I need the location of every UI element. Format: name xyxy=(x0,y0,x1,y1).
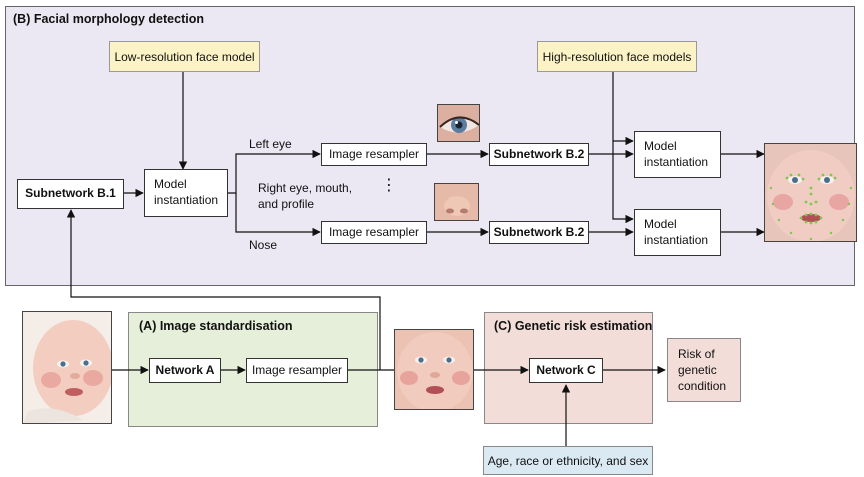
low-resolution-model-box: Low-resolution face model xyxy=(109,41,260,72)
left-eye-label: Left eye xyxy=(249,137,292,151)
nose-crop-image xyxy=(434,183,479,221)
landmarked-face-image xyxy=(764,143,857,242)
model-instantiation-box: Model instantiation xyxy=(144,169,228,217)
panel-c-title: (C) Genetic risk estimation xyxy=(494,319,653,333)
panel-a-title: (A) Image standardisation xyxy=(139,319,293,333)
outcome-risk-box: Risk of genetic condition xyxy=(667,338,741,402)
network-a-box: Network A xyxy=(149,358,221,383)
nose-label: Nose xyxy=(249,238,278,252)
right-eye-label: Right eye, mouth, and profile xyxy=(258,181,353,212)
panel-b-title: (B) Facial morphology detection xyxy=(13,12,204,26)
image-resampler-standardisation-box: Image resampler xyxy=(246,358,348,383)
standardized-face-image xyxy=(394,329,474,410)
model-instantiation-nose-box: Model instantiation xyxy=(634,209,721,256)
model-instantiation-eye-box: Model instantiation xyxy=(634,131,721,178)
ellipsis-label: ⋮ xyxy=(381,177,397,194)
subnetwork-b2-eye-box: Subnetwork B.2 xyxy=(489,143,589,166)
network-c-box: Network C xyxy=(529,358,603,383)
image-resampler-eye-box: Image resampler xyxy=(321,143,427,166)
subnetwork-b1-box: Subnetwork B.1 xyxy=(17,179,124,209)
image-resampler-nose-box: Image resampler xyxy=(321,221,427,244)
demographics-box: Age, race or ethnicity, and sex xyxy=(483,446,653,475)
input-baby-image xyxy=(22,311,112,424)
subnetwork-b2-nose-box: Subnetwork B.2 xyxy=(489,221,589,244)
high-resolution-models-box: High-resolution face models xyxy=(537,41,697,72)
eye-crop-image xyxy=(437,104,480,142)
